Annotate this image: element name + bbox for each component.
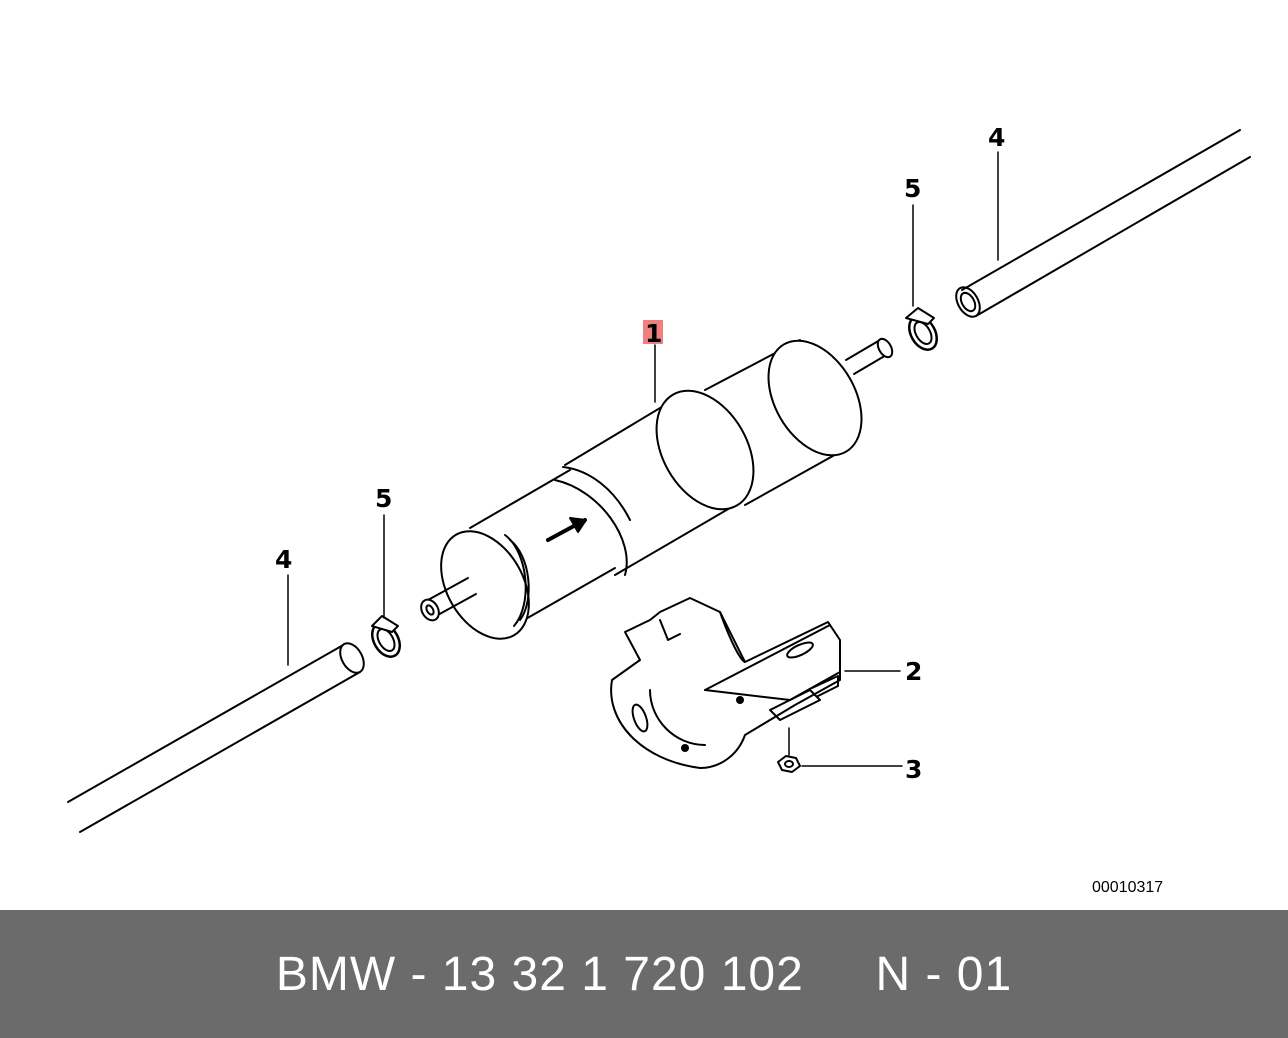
part-number-label: BMW - 13 32 1 720 102 N - 01 bbox=[275, 947, 1013, 1001]
callout-clamp-left[interactable]: 5 bbox=[375, 484, 392, 513]
callout-clamp-right[interactable]: 5 bbox=[904, 174, 921, 203]
hex-nut[interactable] bbox=[777, 727, 801, 773]
hose-clamp-right[interactable] bbox=[904, 307, 943, 355]
callout-bracket[interactable]: 2 bbox=[905, 657, 922, 686]
mounting-bracket[interactable] bbox=[610, 597, 841, 769]
callout-highlight bbox=[643, 320, 663, 344]
callout-hose-right[interactable]: 4 bbox=[988, 123, 1005, 152]
part-footer: BMW - 13 32 1 720 102 N - 01 bbox=[0, 910, 1288, 1038]
fuel-filter[interactable] bbox=[418, 324, 896, 654]
hose-clamp-left[interactable] bbox=[367, 615, 406, 662]
parts-diagram: 1 2 3 4 5 5 4 00010317 bbox=[67, 123, 1251, 896]
fuel-hose-left[interactable] bbox=[67, 639, 369, 833]
fuel-hose-right[interactable] bbox=[951, 129, 1251, 321]
callout-filter[interactable]: 1 bbox=[645, 319, 662, 348]
leader-lines bbox=[287, 151, 999, 767]
drawing-code: 00010317 bbox=[1092, 879, 1163, 896]
callout-hose-left[interactable]: 4 bbox=[275, 545, 292, 574]
callout-nut[interactable]: 3 bbox=[905, 755, 922, 784]
